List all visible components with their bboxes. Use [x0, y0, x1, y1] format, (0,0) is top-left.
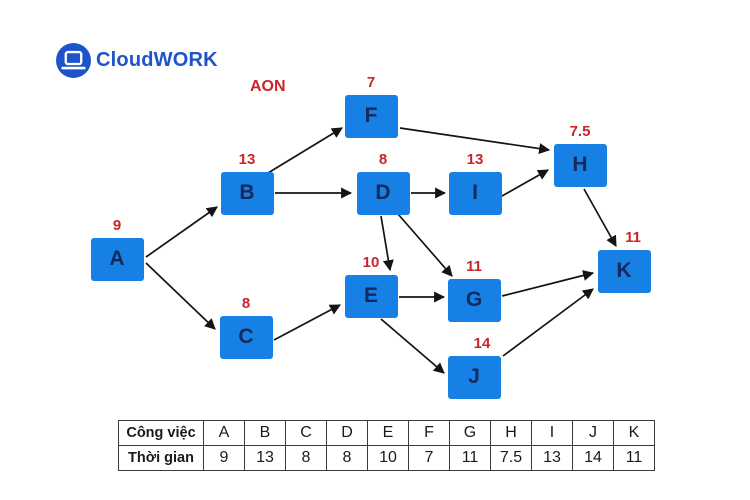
- cell-1-6: 11: [449, 445, 491, 471]
- duration-label-F: 7: [366, 73, 376, 91]
- node-F: F: [344, 94, 398, 138]
- node-D: D: [356, 171, 410, 215]
- cell-1-9: 14: [572, 445, 614, 471]
- node-A: A: [90, 237, 144, 281]
- cell-1-1: 13: [244, 445, 286, 471]
- duration-label-E: 10: [362, 253, 380, 271]
- edge-C-E: [273, 304, 341, 341]
- cell-1-10: 11: [613, 445, 655, 471]
- node-I: I: [448, 171, 502, 215]
- edge-A-C: [145, 262, 216, 330]
- node-H: H: [553, 143, 607, 187]
- duration-label-H: 7.5: [569, 122, 591, 140]
- duration-label-J: 14: [473, 334, 491, 352]
- cell-1-7: 7.5: [490, 445, 532, 471]
- node-G: G: [447, 278, 501, 322]
- node-E: E: [344, 274, 398, 318]
- edge-D-G: [397, 213, 453, 277]
- edge-J-K: [502, 288, 594, 357]
- row-header-1: Thời gian: [118, 445, 204, 471]
- cell-0-2: C: [285, 420, 327, 446]
- duration-label-D: 8: [378, 150, 388, 168]
- logo-text: CloudWORK: [96, 49, 218, 71]
- edge-A-B: [145, 206, 218, 258]
- edge-E-J: [380, 318, 445, 374]
- cell-1-4: 10: [367, 445, 409, 471]
- duration-label-A: 9: [112, 216, 122, 234]
- cell-1-2: 8: [285, 445, 327, 471]
- cell-0-0: A: [203, 420, 245, 446]
- edge-G-K: [501, 270, 595, 297]
- cell-0-10: K: [613, 420, 655, 446]
- cell-0-7: H: [490, 420, 532, 446]
- cell-0-9: J: [572, 420, 614, 446]
- duration-label-I: 13: [466, 150, 484, 168]
- duration-label-G: 11: [466, 257, 482, 275]
- laptop-icon: [56, 43, 91, 78]
- edge-H-K: [583, 188, 617, 247]
- row-header-0: Công việc: [118, 420, 204, 446]
- edge-B-F: [267, 127, 343, 174]
- duration-label-K: 11: [625, 228, 641, 246]
- node-B: B: [220, 171, 274, 215]
- cell-0-1: B: [244, 420, 286, 446]
- cell-1-0: 9: [203, 445, 245, 471]
- cell-1-5: 7: [408, 445, 450, 471]
- diagram-title: AON: [250, 78, 286, 95]
- edge-F-H: [399, 127, 551, 154]
- duration-label-C: 8: [241, 294, 251, 312]
- duration-label-B: 13: [238, 150, 256, 168]
- node-J: J: [447, 355, 501, 399]
- cell-0-6: G: [449, 420, 491, 446]
- cell-0-4: E: [367, 420, 409, 446]
- edge-I-H: [501, 169, 549, 197]
- node-C: C: [219, 315, 273, 359]
- cell-0-3: D: [326, 420, 368, 446]
- cell-1-8: 13: [531, 445, 573, 471]
- cell-0-5: F: [408, 420, 450, 446]
- node-K: K: [597, 249, 651, 293]
- cell-1-3: 8: [326, 445, 368, 471]
- cell-0-8: I: [531, 420, 573, 446]
- edge-D-E: [380, 215, 394, 272]
- cloudwork-logo: CloudWORK: [56, 43, 218, 78]
